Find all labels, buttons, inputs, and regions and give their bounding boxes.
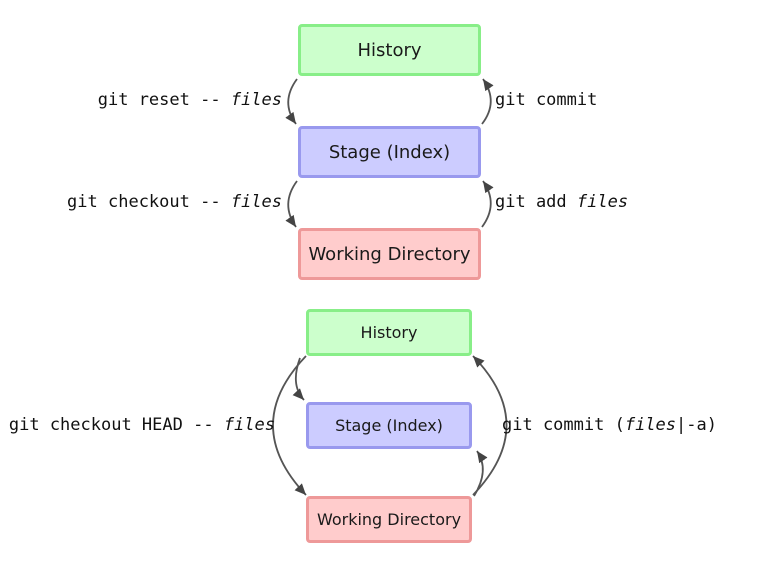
checkout-head-arrow [272,355,307,496]
stage-box-2: Stage (Index) [306,402,472,449]
git-reset-label: git reset -- files [97,90,282,110]
git-checkout-label: git checkout -- files [67,192,282,212]
git-checkout-head-label: git checkout HEAD -- files [8,415,275,435]
stage-label-2: Stage (Index) [335,416,443,435]
checkout-arrow [285,180,298,228]
history-label-2: History [360,323,418,342]
commit-all-arrow [472,355,508,496]
commit-arrow [481,78,494,125]
history-label: History [357,39,422,61]
working-directory-label-2: Working Directory [316,510,462,529]
stage-box: Stage (Index) [298,126,481,178]
git-commit-all-label: git commit (files|-a) [502,415,717,435]
reset-arrow [285,78,298,125]
git-add-label: git add files [495,192,629,212]
git-commit-label: git commit [495,90,598,110]
working-directory-box-2: Working Directory [306,496,472,543]
working-directory-label: Working Directory [308,243,471,265]
working-directory-box: Working Directory [298,228,481,280]
add-arrow [481,180,494,228]
history-box: History [298,24,481,76]
working-to-stage-arrow [473,450,488,497]
history-box-2: History [306,309,472,356]
stage-label: Stage (Index) [328,141,451,163]
history-to-stage-arrow [292,357,305,401]
